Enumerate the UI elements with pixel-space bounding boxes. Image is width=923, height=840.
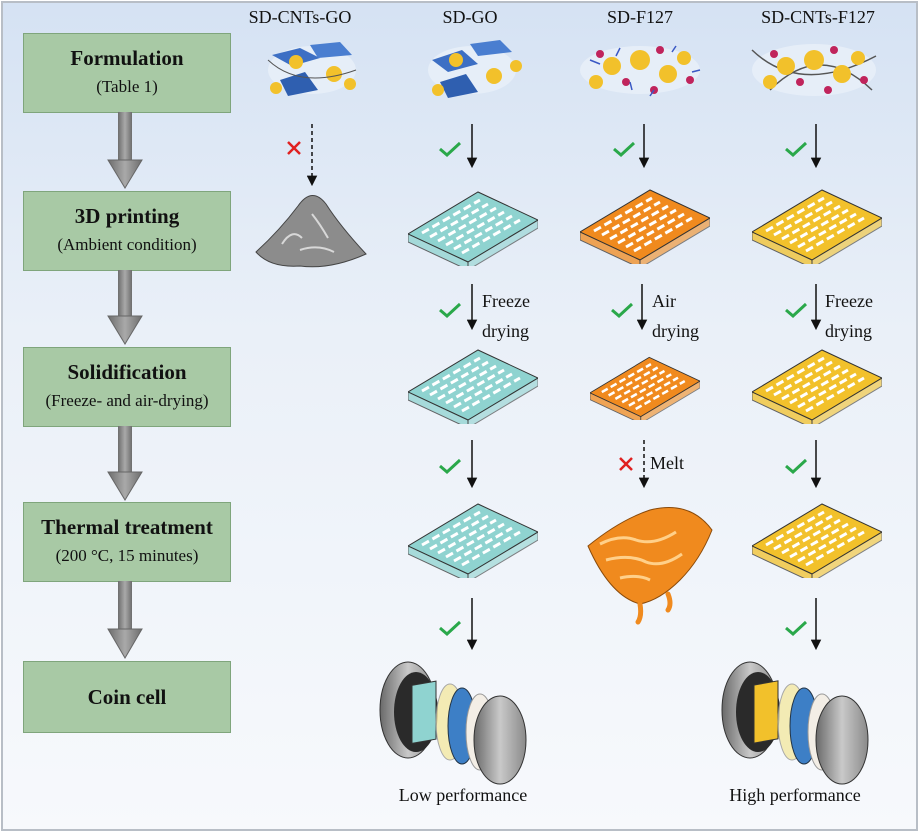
- step-solidification: Solidification (Freeze- and air-drying): [23, 347, 231, 427]
- scaffold-sd-cnts-f127-treated: [752, 502, 882, 578]
- process-arrow: [107, 112, 143, 189]
- check-icon: [784, 458, 808, 474]
- check-icon: [784, 141, 808, 157]
- step-thermal-treatment: Thermal treatment (200 °C, 15 minutes): [23, 502, 231, 582]
- ink-sd-cnts-f127: [751, 44, 877, 96]
- column-header-sd-cnts-f127: SD-CNTs-F127: [761, 7, 875, 27]
- label-line: Freeze: [482, 291, 530, 311]
- scaffold-sd-f127-dried: [590, 355, 700, 420]
- air-drying-label: Air drying: [652, 286, 699, 346]
- column-header-sd-f127: SD-F127: [606, 7, 673, 27]
- process-arrow: [107, 270, 143, 345]
- low-performance-label: Low performance: [398, 785, 528, 805]
- label-line: drying: [482, 321, 529, 341]
- step-subtitle: (Table 1): [96, 77, 158, 96]
- scaffold-sd-go-treated: [408, 502, 538, 578]
- melt-label: Melt: [650, 453, 684, 473]
- freeze-drying-label-cnts: Freeze drying: [825, 286, 873, 346]
- check-icon: [438, 302, 462, 318]
- ink-sd-go: [428, 40, 522, 98]
- process-arrow: [107, 426, 143, 501]
- step-3d-printing: 3D printing (Ambient condition): [23, 191, 231, 271]
- cross-icon: [618, 456, 634, 472]
- check-icon: [438, 620, 462, 636]
- freeze-drying-label-go: Freeze drying: [482, 286, 530, 346]
- step-subtitle: (Ambient condition): [57, 235, 197, 254]
- step-title: Coin cell: [87, 685, 167, 709]
- scaffold-sd-go-dried: [408, 348, 538, 424]
- column-header-sd-go: SD-GO: [442, 7, 498, 27]
- label-line: drying: [825, 321, 872, 341]
- process-arrow: [107, 581, 143, 659]
- high-performance-label: High performance: [729, 785, 861, 805]
- collapsed-print: [255, 195, 367, 268]
- coin-cell-high: [721, 661, 869, 785]
- scaffold-sd-f127: [580, 188, 710, 264]
- step-title: Formulation: [70, 46, 184, 70]
- scaffold-sd-cnts-f127: [752, 188, 882, 264]
- ink-sd-f127: [580, 45, 701, 97]
- coin-cell-low: [379, 661, 527, 785]
- column-header-sd-cnts-go: SD-CNTs-GO: [248, 7, 352, 27]
- scaffold-sd-cnts-f127-dried: [752, 348, 882, 424]
- check-icon: [784, 620, 808, 636]
- label-line: Freeze: [825, 291, 873, 311]
- label-line: drying: [652, 321, 699, 341]
- melted-scaffold: [587, 507, 713, 625]
- step-subtitle: (Freeze- and air-drying): [45, 391, 209, 410]
- check-icon: [610, 302, 634, 318]
- step-subtitle: (200 °C, 15 minutes): [55, 546, 199, 565]
- check-icon: [438, 141, 462, 157]
- label-line: Air: [652, 291, 676, 311]
- step-title: Thermal treatment: [41, 515, 213, 539]
- step-formulation: Formulation (Table 1): [23, 33, 231, 113]
- cross-icon: [286, 140, 302, 156]
- check-icon: [784, 302, 808, 318]
- check-icon: [438, 458, 462, 474]
- step-coin-cell: Coin cell: [23, 661, 231, 733]
- ink-sd-cnts-go: [267, 42, 357, 96]
- check-icon: [612, 141, 636, 157]
- step-title: Solidification: [67, 360, 187, 384]
- scaffold-sd-go: [408, 190, 538, 266]
- step-title: 3D printing: [74, 204, 180, 228]
